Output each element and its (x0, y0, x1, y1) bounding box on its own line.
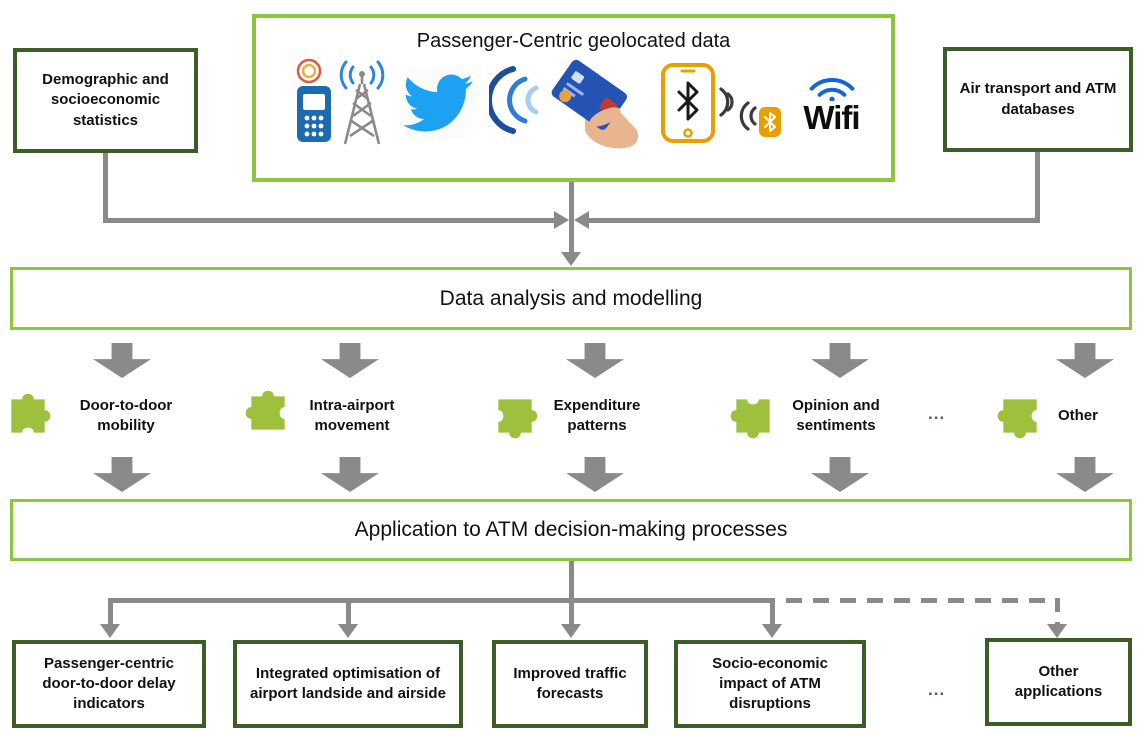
connector-left-arrowhead (554, 211, 569, 229)
connector-center-vertical (569, 182, 574, 253)
analysis-bar-label: Data analysis and modelling (439, 286, 703, 310)
application-label: Passenger-centric door-to-door delay ind… (42, 654, 176, 713)
capabilities-ellipsis: ... (928, 404, 946, 423)
application-box-traffic-forecasts: Improved traffic forecasts (492, 640, 648, 728)
geolocated-data-box: Passenger-Centric geolocated data (252, 14, 895, 182)
atm-databases-box: Air transport and ATM databases (943, 47, 1133, 152)
application-box-airport-optimisation: Integrated optimisation of airport lands… (233, 640, 463, 728)
twitter-icon (402, 67, 473, 138)
application-box-socioeconomic-impact: Socio-economic impact of ATM disruptions (674, 640, 866, 728)
application-bar: Application to ATM decision-making proce… (10, 499, 1132, 561)
application-bar-label: Application to ATM decision-making proce… (354, 518, 788, 541)
down-arrow-icon (566, 343, 624, 378)
puzzle-piece-icon (498, 399, 538, 439)
down-arrow-icon (811, 457, 869, 492)
wifi-icon: Wifi (803, 71, 861, 134)
geolocated-data-title: Passenger-Centric geolocated data (416, 30, 731, 52)
puzzle-piece-icon (730, 399, 770, 439)
bluetooth-devices-icon (660, 62, 781, 143)
connector-right-vertical (1035, 152, 1040, 223)
dashed-horizontal-connector (786, 598, 1054, 603)
capability-label: Expenditure patterns (553, 397, 641, 434)
application-label: Other applications (1014, 662, 1103, 700)
connector-left-horizontal (103, 218, 554, 223)
down-arrow-icon (93, 343, 151, 378)
application-label: Socio-economic impact of ATM disruptions (712, 654, 828, 713)
down-arrow-icon (1056, 457, 1114, 492)
data-source-icons: Wifi (256, 55, 891, 150)
connector-left-vertical (103, 153, 108, 223)
puzzle-piece-icon (245, 390, 285, 430)
application-label: Integrated optimisation of airport lands… (250, 664, 446, 702)
down-arrow-icon (321, 457, 379, 492)
wifi-label: Wifi (803, 99, 860, 136)
contactless-payment-icon (488, 59, 638, 149)
connector-right-horizontal (589, 218, 1040, 223)
capability-label: Opinion and sentiments (792, 397, 880, 434)
dashed-vertical-connector (1055, 598, 1060, 624)
branch-arrowhead-5 (1047, 624, 1067, 638)
down-arrow-icon (321, 343, 379, 378)
application-box-other: Other applications (985, 638, 1132, 726)
puzzle-piece-icon (11, 393, 51, 433)
connector-right-arrowhead (574, 211, 589, 229)
down-arrow-icon (1056, 343, 1114, 378)
branch-vertical-2 (346, 598, 351, 626)
branch-arrowhead-3 (561, 624, 581, 638)
capability-label: Other (1057, 407, 1098, 424)
branch-arrowhead-1 (100, 624, 120, 638)
applications-ellipsis: ... (928, 680, 946, 699)
down-arrow-icon (811, 343, 869, 378)
demographics-label: Demographic and socioeconomic statistics (42, 71, 169, 129)
branch-vertical-4 (770, 598, 775, 626)
puzzle-piece-icon (997, 399, 1037, 439)
branch-arrowhead-4 (762, 624, 782, 638)
application-label: Improved traffic forecasts (513, 664, 627, 702)
distribution-horizontal (108, 598, 775, 603)
down-arrow-icon (93, 457, 151, 492)
capability-label: Door-to-door mobility (79, 397, 173, 434)
distribution-center-vertical (569, 561, 574, 626)
branch-arrowhead-2 (338, 624, 358, 638)
analysis-bar: Data analysis and modelling (10, 267, 1132, 330)
application-box-delay-indicators: Passenger-centric door-to-door delay ind… (12, 640, 206, 728)
down-arrow-icon (566, 457, 624, 492)
branch-vertical-1 (108, 598, 113, 626)
atm-databases-label: Air transport and ATM databases (959, 80, 1117, 118)
wifi-arcs-icon (809, 78, 854, 101)
demographics-box: Demographic and socioeconomic statistics (13, 48, 198, 153)
connector-center-arrowhead (561, 252, 581, 266)
cellular-signal-icon (296, 58, 384, 144)
capability-label: Intra-airport movement (309, 397, 395, 434)
